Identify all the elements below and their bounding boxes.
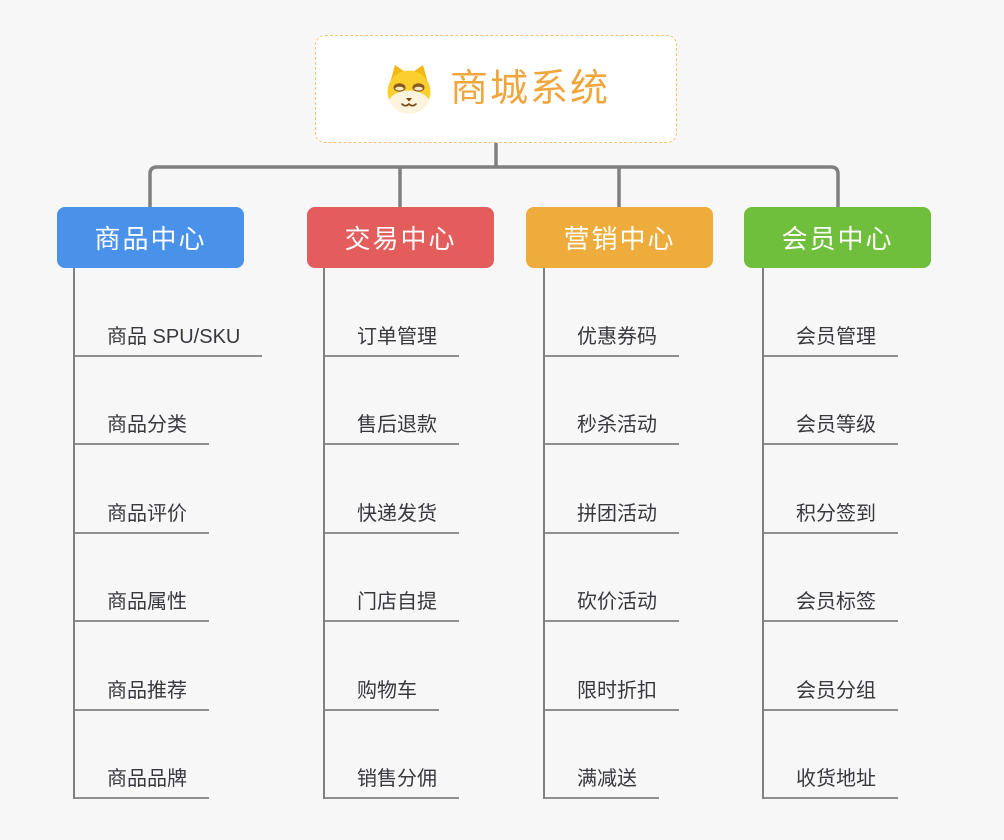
leaf-node[interactable]: 商品属性 (75, 534, 209, 622)
leaf-node[interactable]: 商品品牌 (75, 711, 209, 799)
leaf-node[interactable]: 会员标签 (764, 534, 898, 622)
root-title: 商城系统 (449, 68, 610, 110)
leaf-node[interactable]: 商品推荐 (75, 622, 209, 711)
leaf-node[interactable]: 快递发货 (325, 445, 459, 534)
branch-label: 交易中心 (344, 224, 457, 254)
leaf-node[interactable]: 售后退款 (325, 357, 459, 445)
leaf-node[interactable]: 订单管理 (325, 268, 459, 357)
leaf-node[interactable]: 商品分类 (75, 357, 209, 445)
leaf-node[interactable]: 会员管理 (764, 268, 898, 357)
branch-box-member-center[interactable]: 会员中心 (744, 207, 931, 268)
branch-box-trade-center[interactable]: 交易中心 (307, 207, 494, 268)
leaf-node[interactable]: 满减送 (545, 711, 659, 799)
leaf-node[interactable]: 优惠券码 (545, 268, 679, 357)
branch-label: 商品中心 (94, 224, 207, 254)
leaf-node[interactable]: 砍价活动 (545, 534, 679, 622)
leaf-list-product-center: 商品 SPU/SKU 商品分类 商品评价 商品属性 商品推荐 商品品牌 (73, 268, 263, 799)
leaf-node[interactable]: 门店自提 (325, 534, 459, 622)
leaf-node[interactable]: 拼团活动 (545, 445, 679, 534)
branch-label: 营销中心 (563, 224, 676, 254)
leaf-node[interactable]: 商品评价 (75, 445, 209, 534)
leaf-list-member-center: 会员管理 会员等级 积分签到 会员标签 会员分组 收货地址 (762, 268, 898, 799)
leaf-node[interactable]: 购物车 (325, 622, 439, 711)
branch-box-marketing-center[interactable]: 营销中心 (526, 207, 713, 268)
leaf-node[interactable]: 会员分组 (764, 622, 898, 711)
leaf-node[interactable]: 会员等级 (764, 357, 898, 445)
leaf-node[interactable]: 秒杀活动 (545, 357, 679, 445)
leaf-node[interactable]: 商品 SPU/SKU (75, 268, 263, 357)
branch-box-product-center[interactable]: 商品中心 (57, 207, 244, 268)
root-node[interactable]: 商城系统 (315, 35, 677, 143)
branch-label: 会员中心 (781, 224, 894, 254)
leaf-list-trade-center: 订单管理 售后退款 快递发货 门店自提 购物车 销售分佣 (323, 268, 459, 799)
leaf-node[interactable]: 限时折扣 (545, 622, 679, 711)
leaf-node[interactable]: 积分签到 (764, 445, 898, 534)
leaf-list-marketing-center: 优惠券码 秒杀活动 拼团活动 砍价活动 限时折扣 满减送 (543, 268, 679, 799)
leaf-node[interactable]: 销售分佣 (325, 711, 459, 799)
rail-line (148, 165, 840, 210)
leaf-node[interactable]: 收货地址 (764, 711, 898, 799)
dog-icon (387, 65, 431, 114)
